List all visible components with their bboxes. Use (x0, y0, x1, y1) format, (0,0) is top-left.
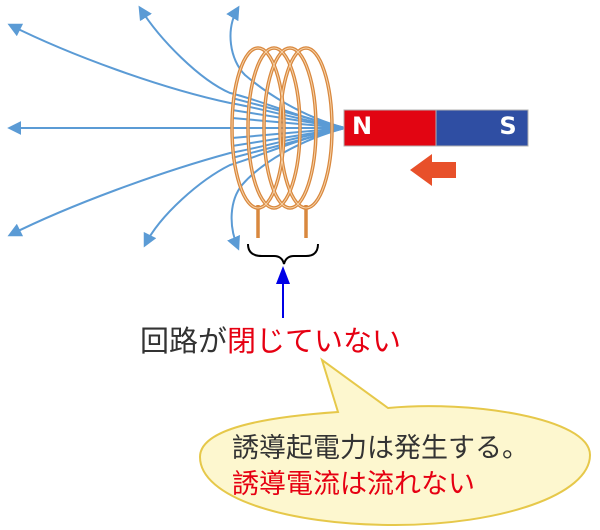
magnetic-field-lines (7, 5, 346, 251)
magnet-south-label: S (499, 112, 517, 140)
coil-highlight (231, 47, 333, 209)
field-line (7, 127, 346, 237)
caption-part1: 回路が (140, 324, 228, 358)
magnet-north-label: N (351, 112, 373, 140)
motion-arrow (410, 154, 456, 186)
bar-magnet (343, 109, 529, 147)
field-line (231, 127, 346, 147)
brace (247, 243, 319, 265)
caption-part2: 閉じていない (227, 324, 402, 358)
field-line (7, 23, 346, 129)
field-line (226, 5, 346, 129)
magnet-south-pole (435, 109, 529, 147)
field-line (231, 117, 346, 129)
pointer-arrow (276, 266, 290, 318)
field-line (227, 127, 346, 251)
bubble-text-emf: 誘導起電力は発生する。 (232, 433, 529, 464)
field-line (231, 127, 346, 139)
bubble-text-no-current: 誘導電流は流れない (232, 469, 475, 500)
field-line (231, 109, 346, 129)
speech-bubble (198, 357, 592, 527)
circuit-open-caption: 回路が閉じていない (140, 318, 401, 360)
magnet-north-pole (343, 109, 437, 147)
